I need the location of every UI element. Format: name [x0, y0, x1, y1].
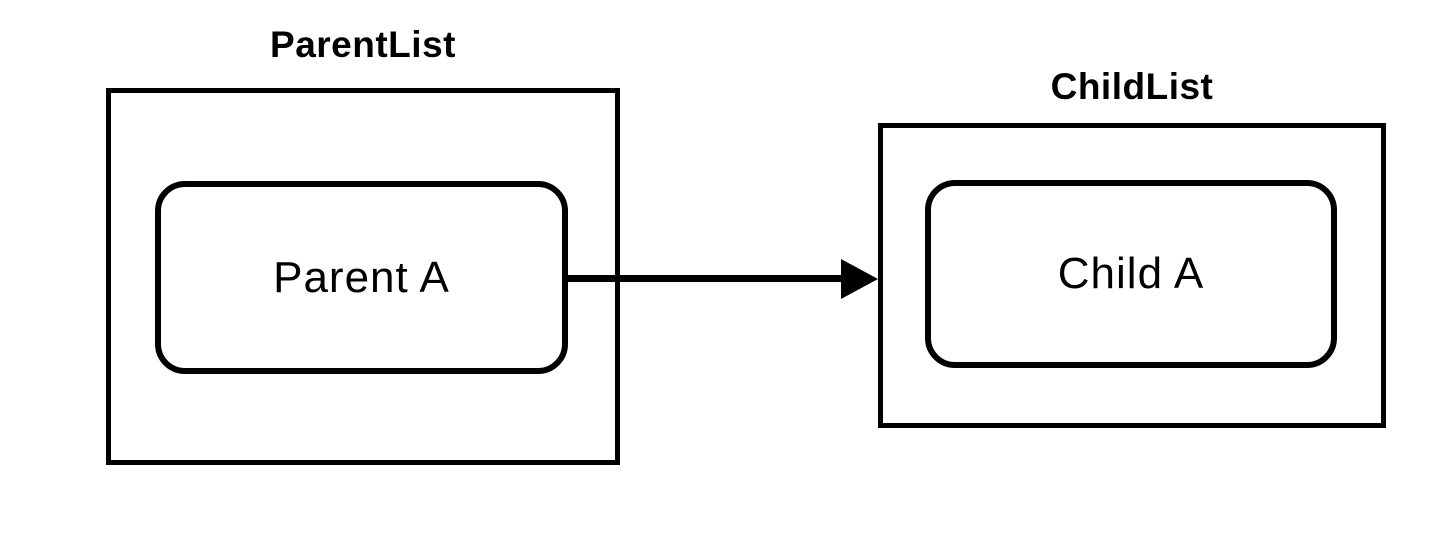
arrow-parent-to-child-line — [566, 275, 844, 282]
childlist-title: ChildList — [1050, 66, 1214, 107]
arrowhead-icon — [841, 259, 878, 299]
parent-a-label: Parent A — [273, 252, 450, 302]
child-a-label: Child A — [1057, 249, 1205, 298]
child-a-node: Child A — [925, 180, 1337, 368]
parent-a-node: Parent A — [155, 181, 568, 374]
parentlist-title: ParentList — [270, 24, 456, 65]
